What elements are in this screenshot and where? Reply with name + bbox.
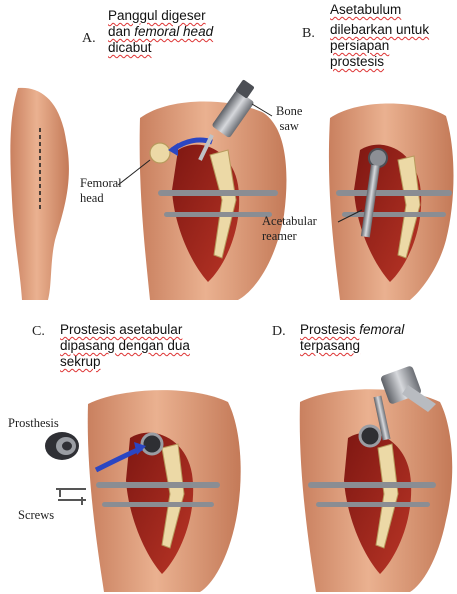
screws-illustration [56,489,86,505]
bone-saw-label-line1: Bone [276,104,302,119]
panel-c-letter: C. [32,324,45,340]
panel-a-caption-line1: Panggul digeser [108,8,213,24]
panel-a-caption-line2: dan femoral head [108,24,213,40]
panel-d-letter: D. [272,324,286,340]
bone-saw-label-line2: saw [276,119,302,134]
panel-d-caption: Prostesis femoral terpasang [300,322,404,354]
panel-a-caption: Panggul digeser dan femoral head dicabut [108,8,213,56]
panel-a-caption-line2-pre: dan [108,24,134,39]
reamer-label-line2: reamer [262,229,317,244]
hip-panel-a [118,79,286,300]
prosthesis-label: Prosthesis [8,416,59,431]
panel-a-caption-line2-italic: femoral head [134,24,213,39]
panel-d-caption-line2: terpasang [300,338,404,354]
screws-label: Screws [18,508,54,523]
hip-panel-c [45,390,241,592]
panel-a-letter: A. [82,31,96,47]
panel-d-caption-line1: Prostesis femoral [300,322,404,338]
panel-c-caption-line2: dipasang dengan dua [60,338,190,354]
acetabular-reamer-label: Acetabular reamer [262,214,317,244]
panel-b-caption-line1: Asetabulum [330,2,429,18]
panel-b-caption: Asetabulum dilebarkan untuk persiapan pr… [330,2,429,70]
panel-c-caption: Prostesis asetabular dipasang dengan dua… [60,322,190,370]
panel-d-caption-line1-italic: femoral [359,322,404,337]
femoral-head-label-line1: Femoral [80,176,122,191]
hip-panel-b [329,104,454,301]
panel-d-caption-line1-pre: Prostesis [300,322,359,337]
hip-panel-d [300,365,453,592]
leg-silhouette [10,88,69,300]
femoral-head-bone [150,143,170,163]
bone-saw-label: Bone saw [276,104,302,134]
panel-b-caption-line2: dilebarkan untuk [330,22,429,38]
femoral-head-label: Femoral head [80,176,122,206]
panel-a-caption-line3: dicabut [108,40,213,56]
reamer-label-line1: Acetabular [262,214,317,229]
panel-b-caption-line4: prostesis [330,54,429,70]
panel-b-caption-line3: persiapan [330,38,429,54]
panel-c-caption-line1: Prostesis asetabular [60,322,190,338]
femoral-head-label-line2: head [80,191,122,206]
prosthesis-cup [45,432,79,460]
panel-b-letter: B. [302,26,315,42]
panel-c-caption-line3: sekrup [60,354,190,370]
